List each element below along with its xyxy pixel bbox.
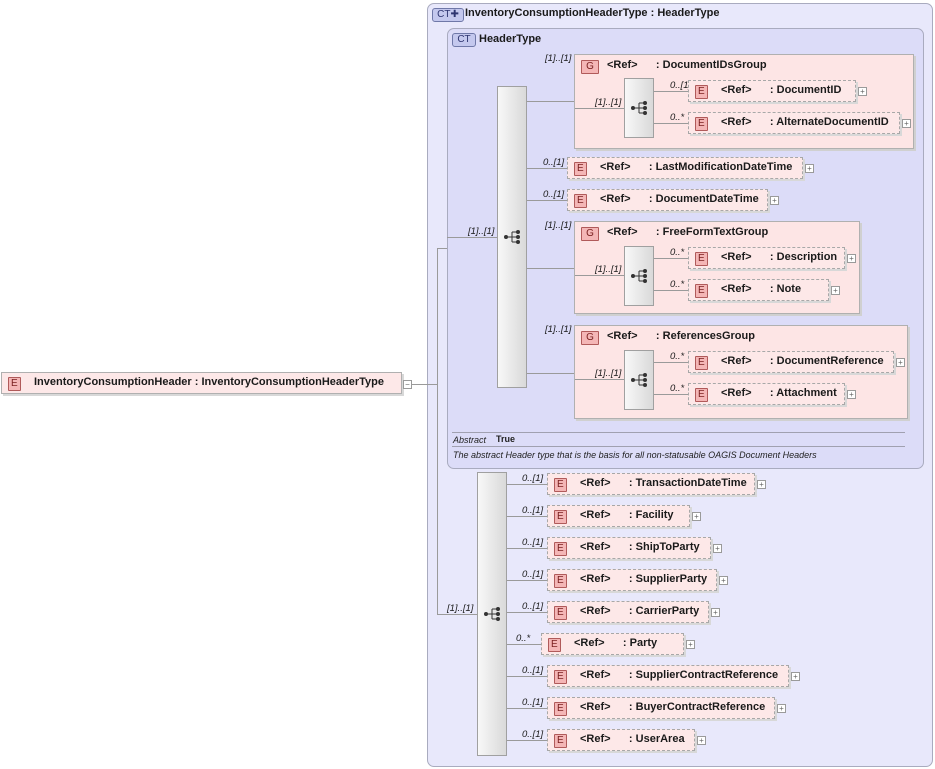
- element-badge-icon: E: [695, 85, 708, 99]
- expand-icon[interactable]: +: [791, 672, 800, 681]
- group-cardinality: [1]..[1]: [545, 324, 572, 335]
- sequence-compositor-icon: [484, 607, 500, 621]
- element-description[interactable]: E <Ref> : Description: [688, 247, 845, 269]
- element-cardinality: 0..[1]: [522, 473, 544, 484]
- expand-icon[interactable]: +: [713, 544, 722, 553]
- element-badge-icon: E: [554, 702, 567, 716]
- abstract-value: True: [496, 434, 516, 444]
- expand-icon[interactable]: +: [770, 196, 779, 205]
- element-badge-icon: E: [695, 117, 708, 131]
- expand-icon[interactable]: +: [711, 608, 720, 617]
- extension-element-4[interactable]: E<Ref> : CarrierParty: [547, 601, 709, 623]
- extension-element-0[interactable]: E<Ref> : TransactionDateTime: [547, 473, 755, 495]
- element-badge-icon: E: [554, 606, 567, 620]
- expand-icon[interactable]: +: [831, 286, 840, 295]
- sequence-compositor-icon: [631, 101, 647, 115]
- expand-icon[interactable]: +: [697, 736, 706, 745]
- sequence-compositor-icon: [504, 230, 520, 244]
- expand-icon[interactable]: +: [805, 164, 814, 173]
- expand-icon[interactable]: +: [847, 390, 856, 399]
- expand-icon[interactable]: +: [692, 512, 701, 521]
- documentation-text: The abstract Header type that is the bas…: [453, 450, 817, 460]
- extension-element-7[interactable]: E<Ref> : BuyerContractReference: [547, 697, 775, 719]
- expand-icon[interactable]: +: [757, 480, 766, 489]
- element-badge-icon: E: [554, 734, 567, 748]
- sequence-compositor-icon: [631, 269, 647, 283]
- extension-element-1[interactable]: E<Ref> : Facility: [547, 505, 690, 527]
- expand-icon[interactable]: +: [719, 576, 728, 585]
- element-cardinality: 0..*: [516, 633, 531, 644]
- element-badge-icon: E: [554, 510, 567, 524]
- abstract-label: Abstract: [453, 435, 487, 445]
- expand-icon[interactable]: +: [686, 640, 695, 649]
- element-cardinality: 0..[1]: [522, 569, 544, 580]
- complex-type-icon: CT: [452, 33, 476, 47]
- complex-type-title: InventoryConsumptionHeaderType : HeaderT…: [465, 7, 720, 19]
- extension-element-5[interactable]: E<Ref> : Party: [541, 633, 684, 655]
- element-document-reference[interactable]: E <Ref> : DocumentReference: [688, 351, 894, 373]
- group-badge-icon: G: [581, 60, 599, 74]
- complex-type-extension-icon: CT✚: [432, 8, 464, 22]
- element-badge-icon: E: [695, 252, 708, 266]
- element-cardinality: 0..[1]: [522, 697, 544, 708]
- expand-icon[interactable]: +: [902, 119, 911, 128]
- extension-element-8[interactable]: E<Ref> : UserArea: [547, 729, 695, 751]
- group-sequence-cardinality: [1]..[1]: [595, 97, 622, 108]
- element-cardinality: 0..[1]: [522, 665, 544, 676]
- element-cardinality: 0..[1]: [522, 505, 544, 516]
- element-badge-icon: E: [554, 670, 567, 684]
- element-cardinality: 0..[1]: [522, 601, 544, 612]
- element-badge-icon: E: [554, 478, 567, 492]
- sequence-compositor-icon: [631, 373, 647, 387]
- element-badge-icon: E: [554, 574, 567, 588]
- root-element[interactable]: E InventoryConsumptionHeader : Inventory…: [1, 372, 402, 394]
- element-cardinality: 0..[1]: [522, 537, 544, 548]
- element-badge-icon: E: [695, 388, 708, 402]
- element-alternate-document-id[interactable]: E <Ref> : AlternateDocumentID: [688, 112, 900, 134]
- element-badge-icon: E: [554, 542, 567, 556]
- root-element-type: : InventoryConsumptionHeaderType: [194, 376, 385, 388]
- element-badge-icon: E: [574, 162, 587, 176]
- element-attachment[interactable]: E <Ref> : Attachment: [688, 383, 845, 405]
- expand-icon[interactable]: +: [858, 87, 867, 96]
- element-document-date-time[interactable]: E <Ref> : DocumentDateTime: [567, 189, 768, 211]
- group-cardinality: [1]..[1]: [545, 220, 572, 231]
- element-last-modification-date-time[interactable]: E <Ref> : LastModificationDateTime: [567, 157, 803, 179]
- group-badge-icon: G: [581, 227, 599, 241]
- extension-element-3[interactable]: E<Ref> : SupplierParty: [547, 569, 717, 591]
- element-document-id[interactable]: E <Ref> : DocumentID: [688, 80, 856, 102]
- expand-icon[interactable]: +: [847, 254, 856, 263]
- element-badge-icon: E: [695, 284, 708, 298]
- extension-element-6[interactable]: E<Ref> : SupplierContractReference: [547, 665, 789, 687]
- extension-element-2[interactable]: E<Ref> : ShipToParty: [547, 537, 711, 559]
- group-cardinality: [1]..[1]: [545, 53, 572, 64]
- root-element-name: InventoryConsumptionHeader: [34, 376, 192, 388]
- expand-icon[interactable]: +: [777, 704, 786, 713]
- sequence-cardinality: [1]..[1]: [447, 603, 474, 614]
- element-badge-icon: E: [548, 638, 561, 652]
- expand-icon[interactable]: +: [896, 358, 905, 367]
- element-badge-icon: E: [695, 356, 708, 370]
- sequence-cardinality: [1]..[1]: [468, 226, 495, 237]
- element-badge-icon: E: [8, 377, 21, 391]
- element-cardinality: 0..[1]: [522, 729, 544, 740]
- element-badge-icon: E: [574, 194, 587, 208]
- header-type-title: HeaderType: [479, 33, 542, 45]
- element-note[interactable]: E <Ref> : Note: [688, 279, 829, 301]
- group-badge-icon: G: [581, 331, 599, 345]
- collapse-icon[interactable]: −: [403, 380, 412, 389]
